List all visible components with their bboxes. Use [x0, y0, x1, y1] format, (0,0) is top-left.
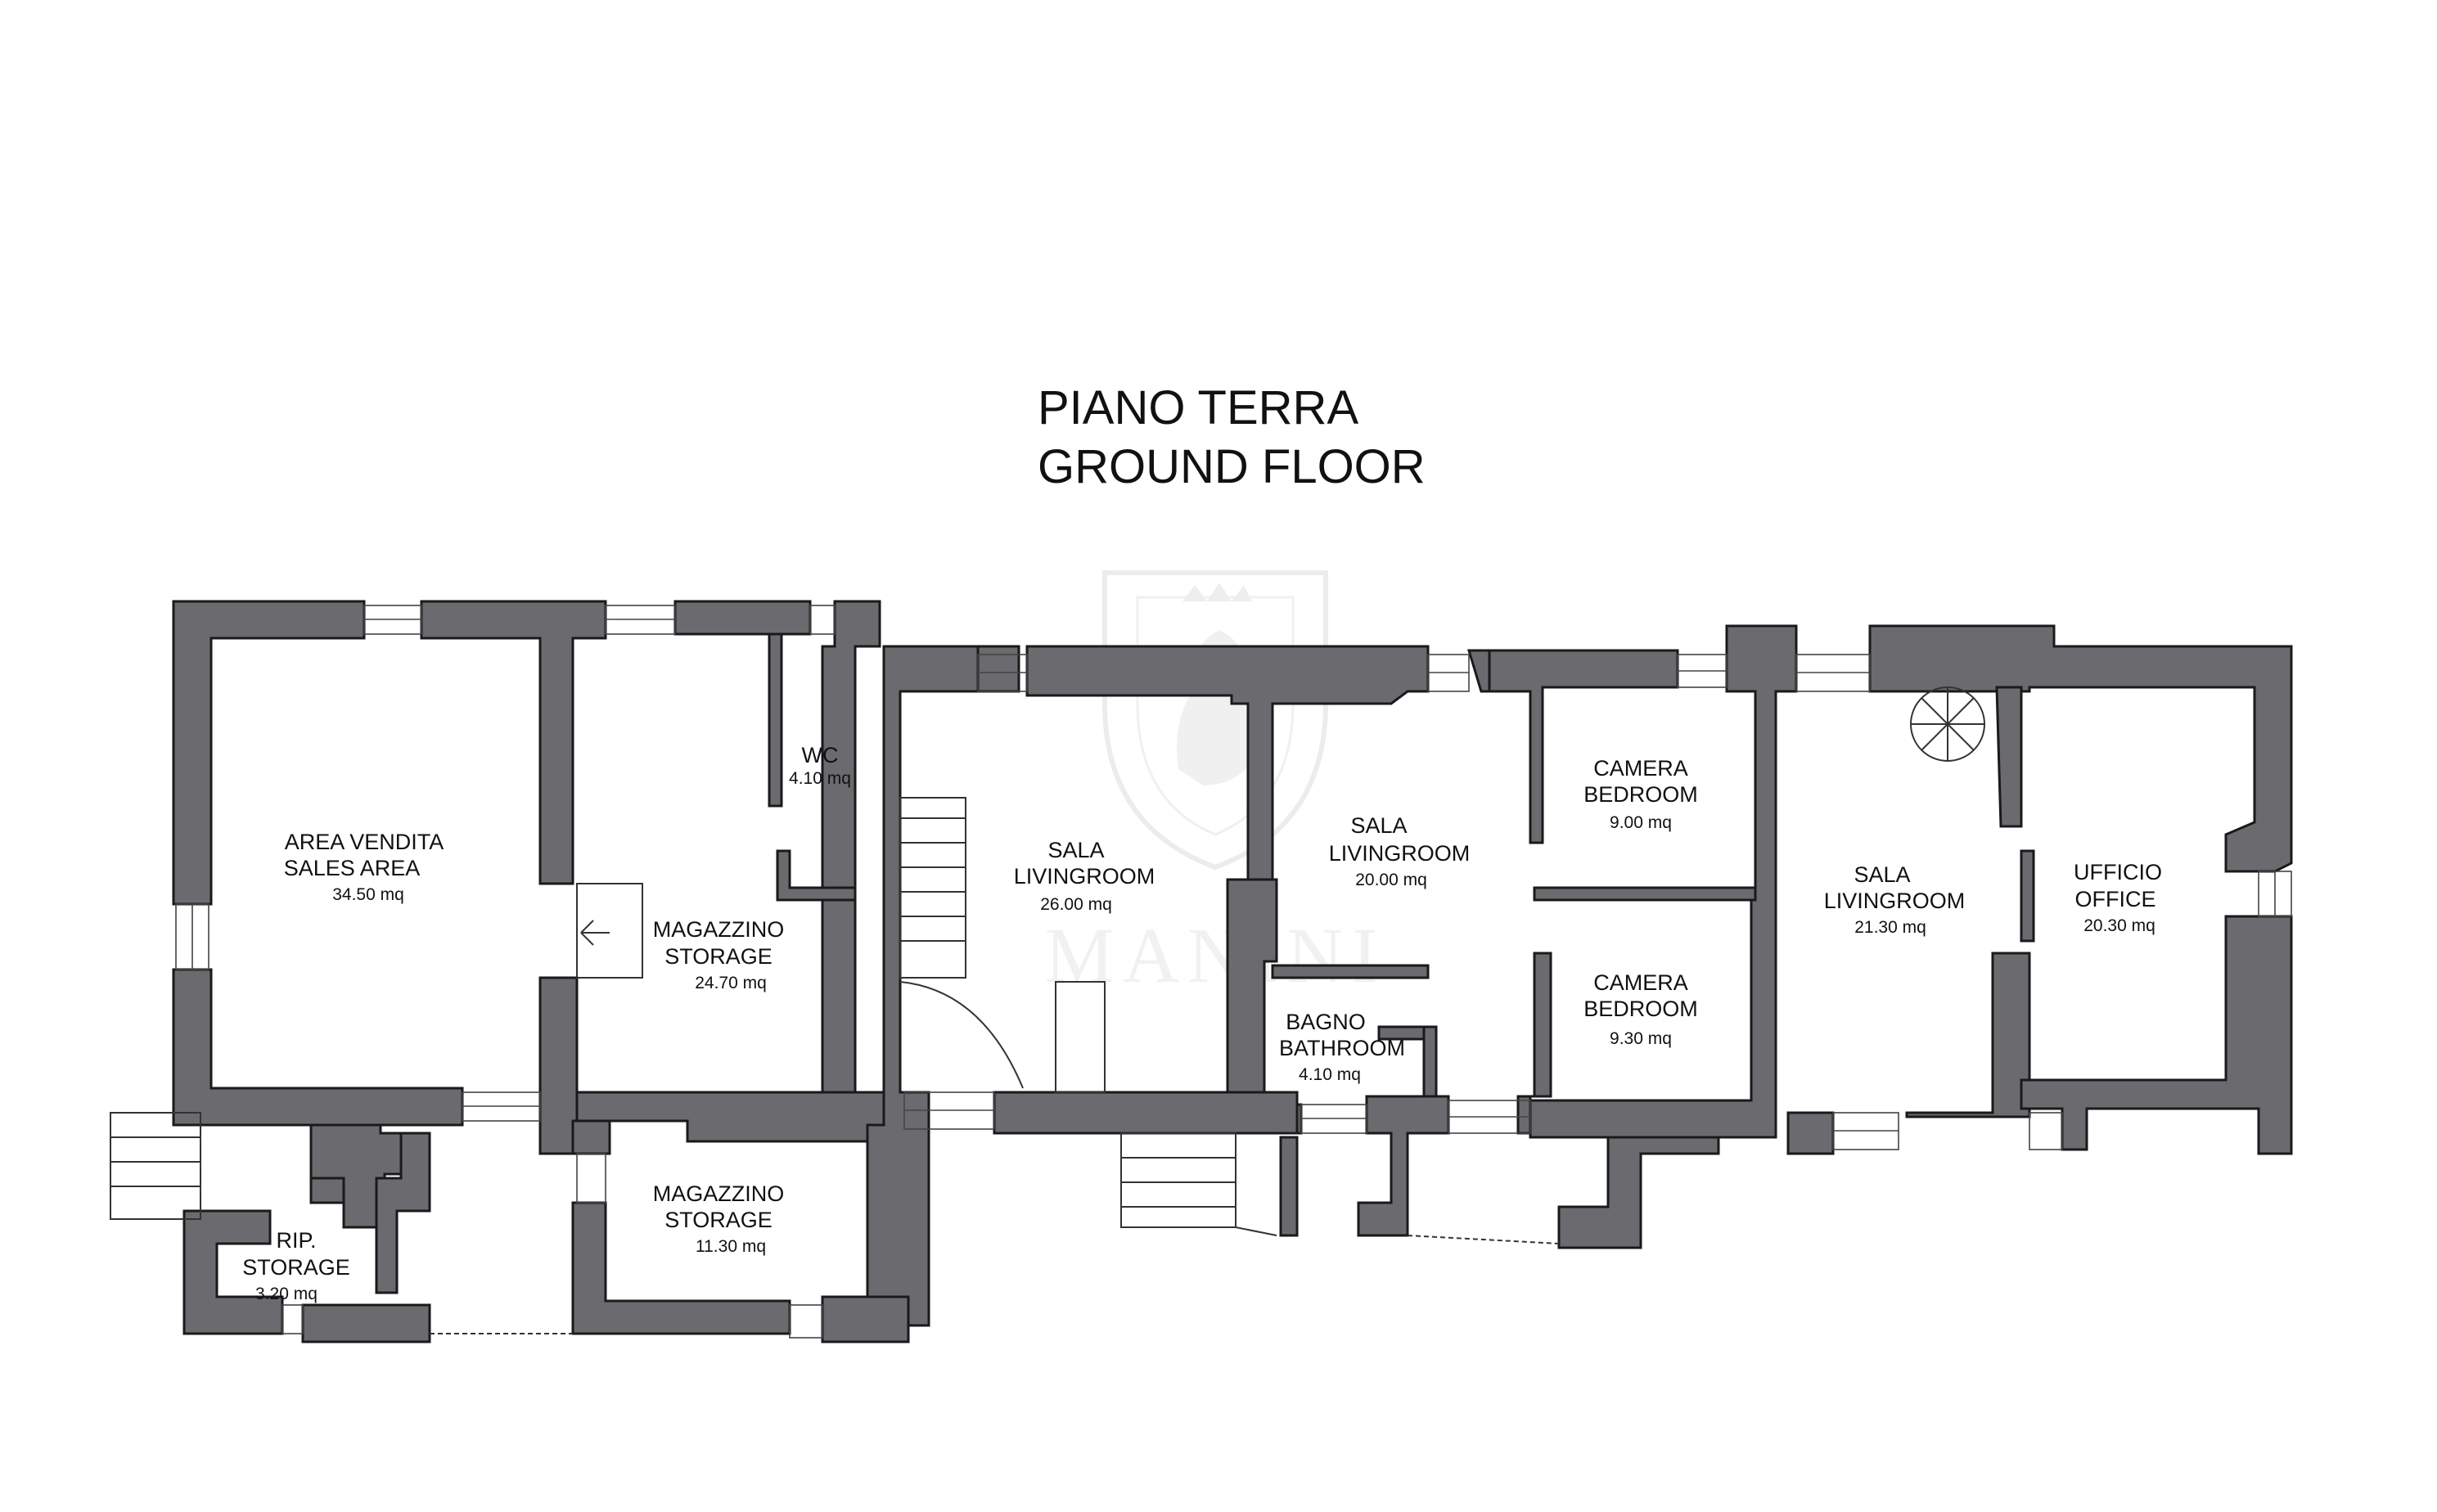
room-wc: WC 4.10 mq [789, 743, 851, 788]
room-name-en: BEDROOM [1583, 997, 1698, 1021]
room-livingroom-1: SALA LIVINGROOM 26.00 mq [1014, 838, 1155, 914]
plan-title-italian: PIANO TERRA [1038, 381, 1358, 434]
room-storage-2: MAGAZZINO STORAGE 11.30 mq [653, 1181, 785, 1256]
room-livingroom-3: SALA LIVINGROOM 21.30 mq [1824, 862, 1966, 937]
room-bedroom-2: CAMERA BEDROOM 9.30 mq [1583, 970, 1698, 1048]
room-area: 20.30 mq [2083, 916, 2155, 935]
room-area: 4.10 mq [1299, 1065, 1361, 1084]
room-area: 4.10 mq [789, 769, 851, 788]
windows [175, 605, 2292, 1339]
room-area: 26.00 mq [1040, 895, 1112, 914]
stairs-and-doors [110, 686, 1985, 1334]
room-name: SALA [1047, 838, 1104, 862]
room-name-en: LIVINGROOM [1329, 841, 1471, 866]
room-name-en: STORAGE [664, 1208, 773, 1232]
room-storage-1: MAGAZZINO STORAGE 24.70 mq [653, 917, 785, 992]
room-name: AREA VENDITA [285, 830, 444, 854]
room-bedroom-1: CAMERA BEDROOM 9.00 mq [1583, 756, 1698, 832]
room-name-en: OFFICE [2075, 887, 2156, 911]
room-area: 11.30 mq [696, 1237, 766, 1256]
room-name-en: BEDROOM [1583, 782, 1698, 807]
room-area: 9.00 mq [1610, 813, 1672, 832]
room-livingroom-2: SALA LIVINGROOM 20.00 mq [1329, 813, 1471, 889]
room-name: MAGAZZINO [653, 1181, 785, 1206]
watermark-text: MANINI [1044, 911, 1385, 999]
room-area: 3.20 mq [255, 1285, 318, 1303]
room-name-en: LIVINGROOM [1014, 864, 1155, 889]
room-name: WC [802, 743, 839, 767]
room-name: BAGNO [1286, 1010, 1366, 1034]
room-name: SALA [1854, 862, 1910, 887]
room-bathroom: BAGNO BATHROOM 4.10 mq [1279, 1010, 1405, 1084]
room-name-en: LIVINGROOM [1824, 889, 1966, 913]
room-area: 21.30 mq [1854, 918, 1926, 937]
plan-title-english: GROUND FLOOR [1038, 440, 1426, 493]
room-name-en: STORAGE [242, 1255, 350, 1280]
room-office: UFFICIO OFFICE 20.30 mq [2074, 860, 2162, 935]
room-name-en: SALES AREA [284, 856, 421, 880]
room-name-en: BATHROOM [1279, 1036, 1405, 1060]
room-name: UFFICIO [2074, 860, 2162, 884]
room-name-en: STORAGE [664, 944, 773, 969]
room-name: RIP. [276, 1228, 316, 1253]
room-name: SALA [1350, 813, 1407, 838]
watermark-logo: MANINI [1044, 570, 1385, 999]
room-name: CAMERA [1593, 756, 1688, 781]
room-area: 9.30 mq [1610, 1029, 1672, 1048]
room-rip-storage: RIP. STORAGE 3.20 mq [242, 1228, 350, 1303]
room-area: 24.70 mq [695, 974, 767, 992]
room-name: CAMERA [1593, 970, 1688, 995]
walls [172, 600, 2293, 1343]
room-area: 20.00 mq [1355, 871, 1427, 889]
room-name: MAGAZZINO [653, 917, 785, 942]
room-sales-area: AREA VENDITA SALES AREA 34.50 mq [284, 830, 444, 904]
room-area: 34.50 mq [332, 885, 404, 904]
